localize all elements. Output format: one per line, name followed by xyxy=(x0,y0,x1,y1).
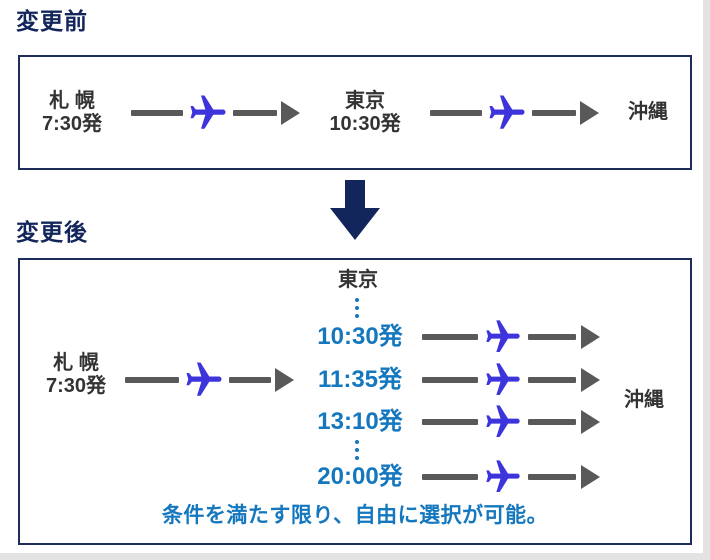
city-label: 札 幌 xyxy=(49,89,95,112)
arrow-line xyxy=(422,334,478,340)
airplane-icon xyxy=(486,363,520,395)
arrow-line xyxy=(429,109,482,116)
departure-time: 10:30発 xyxy=(329,112,401,135)
before-section-title: 変更前 xyxy=(16,8,88,34)
city-label: 札 幌 xyxy=(53,352,99,374)
arrow-line xyxy=(233,109,278,116)
airplane-icon xyxy=(486,405,520,437)
arrowhead-icon xyxy=(581,410,600,434)
arrowhead-icon xyxy=(275,368,294,392)
airplane-icon xyxy=(486,460,520,492)
arrow-line xyxy=(422,377,478,383)
arrowhead-icon xyxy=(281,100,301,125)
page-edge xyxy=(703,0,710,560)
departure-option-2: 11:35発 xyxy=(317,366,403,393)
airplane-icon xyxy=(186,362,222,396)
route-arrow xyxy=(422,457,600,497)
route-arrow xyxy=(422,317,600,357)
airplane-icon xyxy=(190,95,226,129)
route-arrow xyxy=(429,92,599,134)
arrowhead-icon xyxy=(581,368,600,392)
arrow-line xyxy=(422,419,478,425)
page-edge xyxy=(0,553,710,560)
arrow-line xyxy=(528,419,576,425)
transition-down-arrow-icon xyxy=(330,180,380,240)
airplane-icon xyxy=(486,320,520,352)
destination-city-label: 沖縄 xyxy=(624,389,664,411)
caption-note: 条件を満たす限り、自由に選択が可能。 xyxy=(161,504,549,527)
arrowhead-icon xyxy=(581,325,600,349)
arrow-line xyxy=(131,109,184,116)
route-arrow xyxy=(422,360,600,400)
arrow-line xyxy=(528,474,576,480)
arrow-line xyxy=(229,377,271,383)
route-arrow xyxy=(422,402,600,442)
ellipsis-dots xyxy=(353,298,361,318)
arrow-line xyxy=(528,334,576,340)
arrow-line xyxy=(531,109,576,116)
arrowhead-icon xyxy=(581,465,600,489)
arrow-line xyxy=(125,377,179,383)
ellipsis-dots xyxy=(353,440,361,460)
city-label: 沖縄 xyxy=(628,101,668,123)
airplane-icon xyxy=(489,95,525,129)
before-destination-stop: 沖縄 xyxy=(628,101,668,124)
departure-time: 7:30発 xyxy=(42,112,103,135)
after-section-title: 変更後 xyxy=(16,219,88,245)
departure-option-4: 20:00発 xyxy=(317,463,403,490)
route-arrow xyxy=(125,360,294,400)
before-route-box: 札 幌 7:30発 東京 10:30発 沖縄 xyxy=(18,55,692,170)
departure-option-1: 10:30発 xyxy=(317,323,403,350)
after-route-box: 東京 10:30発 11:35発 13:10発 20:00発 xyxy=(18,258,692,545)
before-origin-stop: 札 幌 7:30発 xyxy=(42,90,102,136)
city-label: 東京 xyxy=(345,89,386,112)
departure-option-3: 13:10発 xyxy=(317,408,403,435)
arrow-line xyxy=(528,377,576,383)
departure-time: 7:30発 xyxy=(45,375,107,397)
route-arrow xyxy=(131,92,301,134)
arrow-line xyxy=(422,474,478,480)
before-via-stop: 東京 10:30発 xyxy=(329,90,400,136)
after-origin-stop: 札 幌 7:30発 xyxy=(36,352,116,398)
hub-city-label: 東京 xyxy=(338,269,378,291)
arrowhead-icon xyxy=(579,100,599,125)
